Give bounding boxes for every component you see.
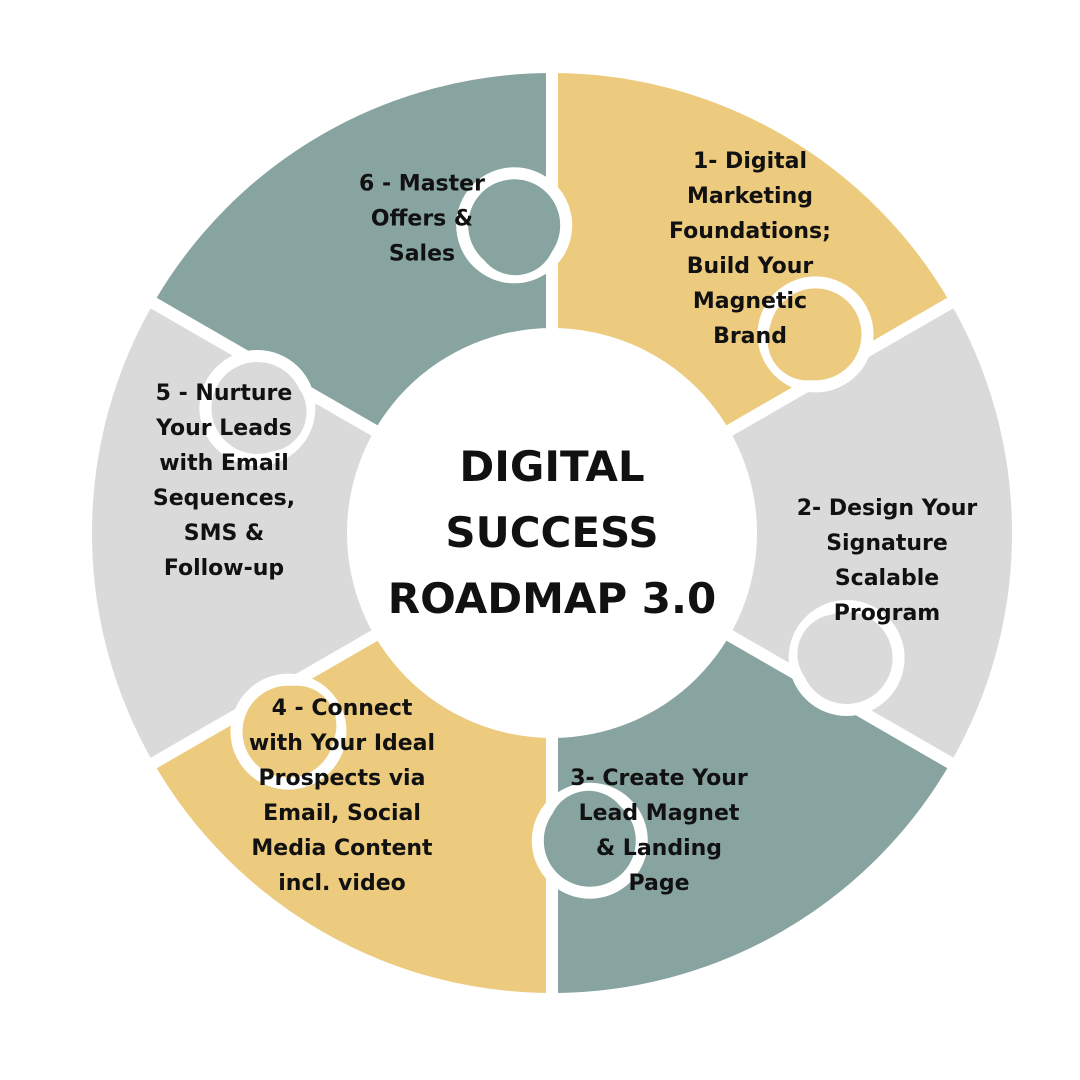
puzzle-knob-join-4 <box>256 685 337 766</box>
title-line-2: SUCCESS <box>445 508 659 557</box>
step-5-line-6: Follow-up <box>163 556 285 581</box>
puzzle-knob-join-1 <box>767 300 848 381</box>
step-4-line-1: 4 - Connect <box>271 696 413 721</box>
step-1-line-5: Magnetic <box>692 289 808 314</box>
center-circle <box>347 328 757 738</box>
step-2-line-1: 2- Design Your <box>796 496 978 521</box>
step-4-line-6: incl. video <box>278 871 406 896</box>
step-1-line-6: Brand <box>713 324 787 349</box>
step-4-line-3: Prospects via <box>258 766 426 791</box>
step-3-line-1: 3- Create Your <box>570 766 748 791</box>
step-4-line-4: Email, Social <box>263 801 421 826</box>
step-2-line-3: Scalable <box>834 566 940 591</box>
puzzle-pieces <box>79 61 1025 1005</box>
step-2-line-4: Program <box>833 601 941 626</box>
step-4-line-2: with Your Ideal <box>248 731 436 756</box>
step-2-line-2: Signature <box>826 531 948 556</box>
step-5-line-5: SMS & <box>183 521 265 546</box>
step-1-line-4: Build Your <box>686 254 814 279</box>
step-6-line-3: Sales <box>388 241 456 267</box>
puzzle-knob-join-5 <box>226 371 307 452</box>
step-5-line-2: Your Leads <box>156 416 292 441</box>
step-2-label: 2- Design Your Signature Scalable Progra… <box>797 491 978 631</box>
step-1-line-1: 1- Digital <box>692 149 808 174</box>
step-1-line-3: Foundations; <box>669 219 831 244</box>
step-3-line-4: Page <box>628 871 690 896</box>
step-6-line-1: 6 - Master <box>359 171 485 197</box>
step-1-label: 1- Digital Marketing Foundations; Build … <box>669 144 831 354</box>
step-5-line-4: Sequences, <box>152 486 296 511</box>
step-1-line-2: Marketing <box>686 184 814 209</box>
puzzle-knob-join-6 <box>475 195 556 276</box>
step-3-line-2: Lead Magnet <box>578 801 740 826</box>
puzzle-knob-join-3 <box>548 790 629 871</box>
step-6-line-2: Offers & <box>370 206 474 232</box>
step-5-label: 5 - Nurture Your Leads with Email Sequen… <box>153 376 295 586</box>
puzzle-knob-join-2 <box>797 614 878 695</box>
step-5-line-3: with Email <box>159 451 289 476</box>
step-5-line-1: 5 - Nurture <box>155 381 293 406</box>
title-line-1: DIGITAL <box>459 442 645 491</box>
diagram-title: DIGITAL SUCCESS ROADMAP 3.0 <box>388 434 716 632</box>
step-3-line-3: & Landing <box>595 836 723 861</box>
step-3-label: 3- Create Your Lead Magnet & Landing Pag… <box>570 761 748 901</box>
step-4-line-5: Media Content <box>251 836 433 861</box>
title-line-3: ROADMAP 3.0 <box>387 574 717 623</box>
step-4-label: 4 - Connect with Your Ideal Prospects vi… <box>249 691 435 901</box>
step-6-label: 6 - Master Offers & Sales <box>359 167 485 272</box>
